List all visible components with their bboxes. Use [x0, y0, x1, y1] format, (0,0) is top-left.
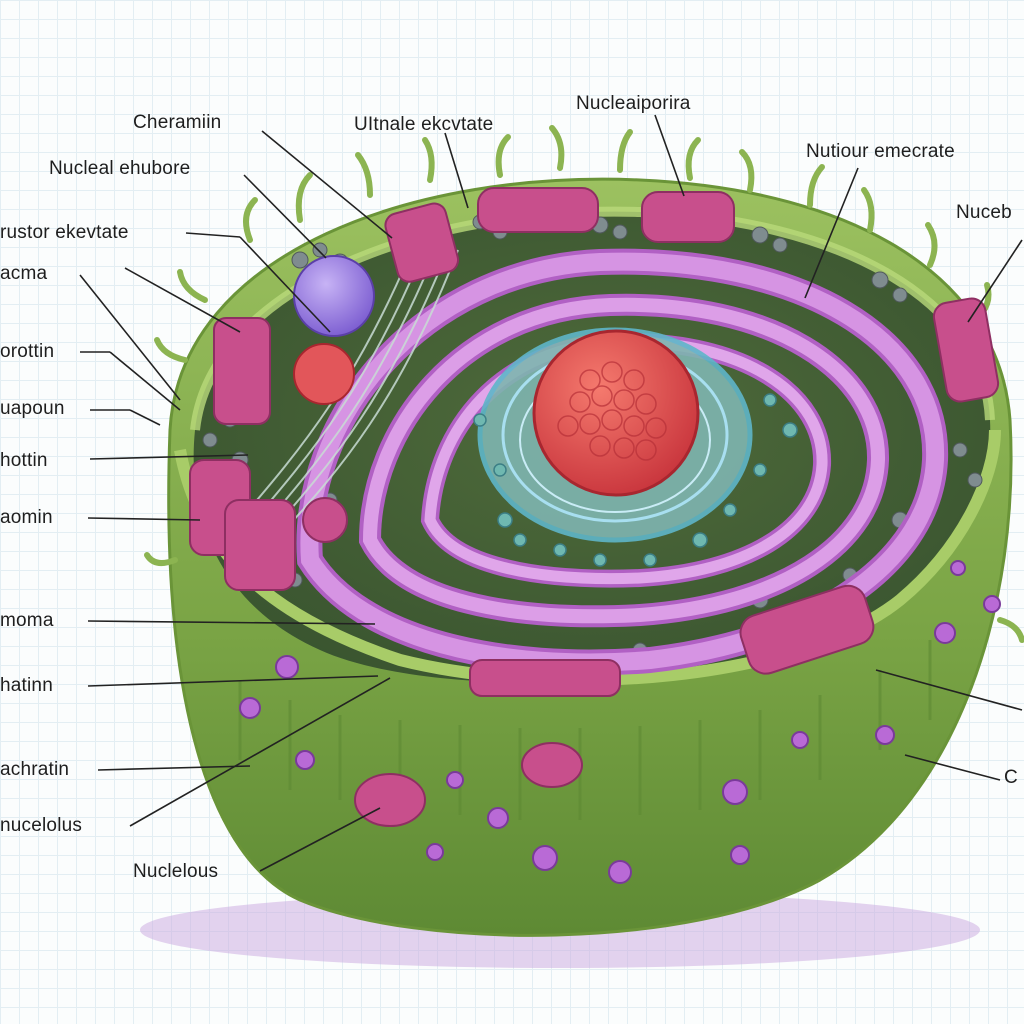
label-nuclelous: Nuclelous — [133, 861, 219, 882]
label-uitnale-ekcvtate: UItnale ekcvtate — [354, 114, 494, 135]
label-nuceb: Nuceb — [956, 202, 1012, 223]
label-achratin: achratin — [0, 759, 70, 780]
nucleolus-texture — [557, 361, 667, 461]
label-rustor-ekevtate: rustor ekevtate — [0, 222, 129, 243]
label-nucleaiporira: Nucleaiporira — [576, 93, 691, 114]
label-orottin: orottin — [0, 341, 55, 362]
small-vesicles — [473, 393, 798, 567]
wall-vacuoles — [239, 560, 1001, 884]
label-hatinn: hatinn — [0, 675, 53, 696]
label-c: C — [1004, 767, 1018, 788]
purple-organelle — [293, 255, 375, 337]
label-nutiour-emecrate: Nutiour emecrate — [806, 141, 955, 162]
vesicles — [189, 187, 1000, 827]
label-nucleal-ehubore: Nucleal ehubore — [49, 158, 191, 179]
label-aomin: aomin — [0, 507, 53, 528]
label-moma: moma — [0, 610, 54, 631]
label-uapoun: uapoun — [0, 398, 65, 419]
nucleolus — [532, 329, 700, 497]
label-cheramiin: Cheramiin — [133, 112, 222, 133]
fiber-bundle — [239, 229, 459, 536]
membrane-cilia — [144, 125, 1024, 643]
label-nucelolus: nucelolus — [0, 815, 83, 836]
label-hottin: hottin — [0, 450, 48, 471]
label-acma: acma — [0, 263, 48, 284]
leader-lines — [79, 114, 1023, 872]
